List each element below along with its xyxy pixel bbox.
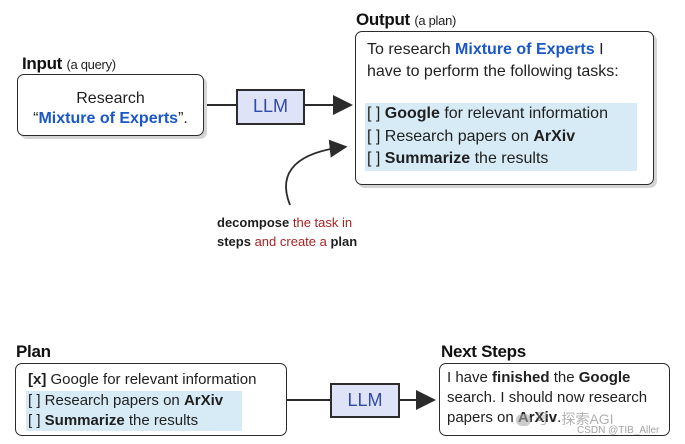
task-checkbox: [ ]: [367, 127, 385, 145]
next-steps-box: I have finished the Google search. I sho…: [439, 363, 670, 436]
plan-heading-label: Plan: [16, 342, 51, 361]
next-steps-text: I have: [447, 369, 493, 386]
task-checkbox: [ ]: [367, 150, 385, 167]
output-box: To research Mixture of Experts I have to…: [355, 31, 654, 185]
plan-item-keyword: Summarize: [44, 412, 125, 429]
output-heading-label: Output: [356, 10, 410, 29]
annotation-text: and create a: [250, 234, 331, 249]
watermark-line2: CSDN @TIB_Aller: [577, 425, 660, 436]
output-intro-prefix: To research: [367, 41, 456, 58]
plan-checkbox-checked: [x]: [28, 371, 47, 388]
output-task-google: [ ] Google for relevant information: [367, 103, 637, 126]
input-open-quote: “: [33, 110, 39, 127]
annotation-plan: plan: [330, 234, 358, 249]
input-box: Research “Mixture of Experts”.: [17, 74, 204, 136]
output-heading-sub: (a plan): [414, 13, 457, 28]
task-keyword: Summarize: [384, 150, 471, 167]
task-text: for relevant information: [439, 105, 608, 122]
next-steps-heading-label: Next Steps: [441, 342, 526, 361]
next-steps-line2: search. I should now research: [447, 389, 648, 406]
plan-checkbox: [ ]: [28, 412, 45, 429]
plan-item-summarize: [ ] Summarize the results: [28, 411, 242, 431]
task-text: the results: [470, 150, 549, 167]
llm-label-bottom: LLM: [347, 390, 383, 410]
output-query-highlight: Mixture of Experts: [455, 41, 595, 58]
next-steps-line1: I have finished the Google: [447, 368, 647, 388]
llm-box-bottom: LLM: [330, 383, 400, 418]
plan-box: [x] Google for relevant information [ ] …: [15, 363, 287, 436]
wechat-icon: [516, 414, 531, 427]
annotation-text: the task in: [289, 215, 353, 230]
plan-checkbox: [ ]: [28, 392, 41, 409]
task-keyword: ArXiv: [533, 127, 576, 145]
output-task-summarize: [ ] Summarize the results: [367, 148, 637, 171]
task-keyword: Google: [384, 105, 440, 122]
output-intro-line2: have to perform the following tasks:: [367, 63, 619, 80]
plan-item-arxiv: [ ] Research papers on ArXiv: [28, 391, 242, 411]
next-steps-text: papers on: [447, 409, 518, 426]
next-steps-google: Google: [578, 369, 631, 386]
curved-annotation-arrow: [285, 139, 348, 206]
plan-item-text: Research papers on: [40, 392, 184, 409]
plan-item-keyword: ArXiv: [183, 392, 224, 409]
task-checkbox: [ ]: [367, 105, 385, 122]
output-task-list: [ ] Google for relevant information [ ] …: [365, 103, 637, 171]
plan-remaining-items: [ ] Research papers on ArXiv [ ] Summari…: [26, 391, 242, 431]
input-heading-label: Input: [22, 54, 63, 73]
next-steps-finished: finished: [492, 369, 550, 386]
input-query-highlight: Mixture of Experts: [38, 110, 179, 127]
input-text-line1: Research: [76, 90, 145, 107]
task-text: Research papers on: [384, 127, 534, 145]
annotation-steps: steps: [217, 234, 251, 249]
llm-box-top: LLM: [236, 89, 305, 125]
output-intro-suffix: I: [594, 41, 604, 58]
input-heading: Input (a query): [22, 54, 116, 74]
annotation-decompose: decompose: [217, 215, 290, 230]
input-text-line2: “Mixture of Experts”.: [18, 109, 203, 129]
plan-item-text: Google for relevant information: [46, 371, 257, 388]
watermark-line1: 号 · 探索AGI: [516, 409, 614, 429]
plan-item-google: [x] Google for relevant information: [28, 370, 256, 390]
plan-heading: Plan: [16, 342, 51, 362]
input-heading-sub: (a query): [66, 57, 116, 72]
decompose-annotation: decompose the task in steps and create a…: [217, 213, 357, 251]
output-heading: Output (a plan): [356, 10, 456, 30]
plan-item-text: the results: [124, 412, 199, 429]
next-steps-text: the: [549, 369, 579, 386]
output-task-arxiv: [ ] Research papers on ArXiv: [367, 126, 637, 149]
output-intro-line1: To research Mixture of Experts I: [367, 39, 619, 61]
watermark-text: 号 · 探索AGI: [535, 411, 614, 427]
input-close-quote: ”.: [178, 110, 188, 127]
next-steps-text: .: [557, 409, 562, 426]
llm-label-top: LLM: [252, 96, 288, 116]
next-steps-heading: Next Steps: [441, 342, 526, 362]
